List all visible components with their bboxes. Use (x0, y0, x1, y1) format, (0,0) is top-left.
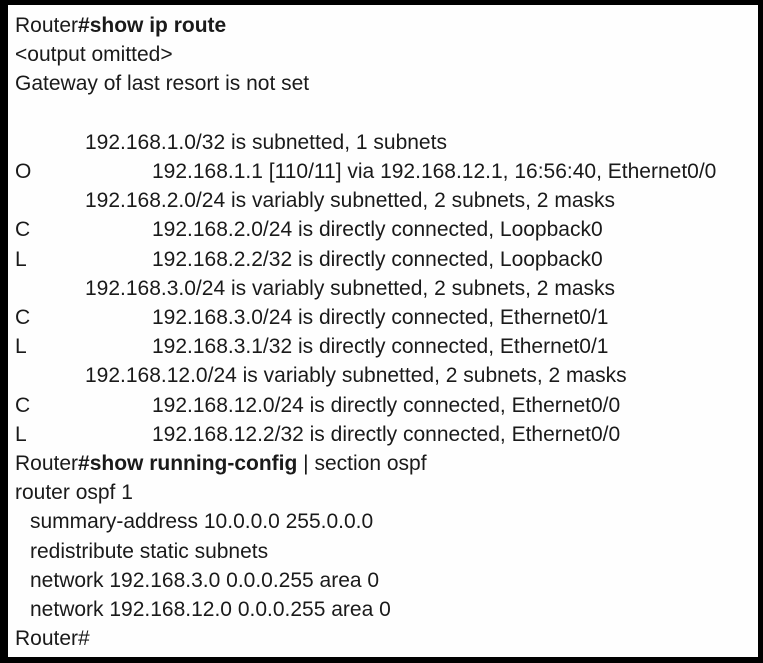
terminal-line: router ospf 1 (15, 478, 754, 507)
output-text: router ospf 1 (15, 481, 133, 505)
output-text: redistribute static subnets (30, 539, 269, 563)
line-content: Router#show ip route (15, 11, 226, 40)
output-text: 192.168.1.1 [110/11] via 192.168.12.1, 1… (152, 160, 717, 184)
terminal-line: C 192.168.12.0/24 is directly connected, … (15, 391, 754, 420)
output-text: 192.168.12.2/32 is directly connected, E… (152, 422, 621, 446)
line-content: 192.168.3.0/24 is directly connected, Et… (152, 303, 608, 332)
terminal-line: summary-address 10.0.0.0 255.0.0.0 (15, 507, 754, 536)
line-content: Router#show running-config | section osp… (15, 449, 427, 478)
command-text: #show running-config (78, 452, 298, 476)
output-text: Router (15, 452, 79, 476)
terminal-line: L 192.168.2.2/32 is directly connected, L… (15, 245, 754, 274)
line-content: <output omitted> (15, 40, 173, 69)
output-text: Gateway of last resort is not set (15, 72, 310, 96)
terminal-line: network 192.168.3.0 0.0.0.255 area 0 (15, 566, 754, 595)
line-content: 192.168.3.0/24 is variably subnetted, 2 … (85, 274, 615, 303)
line-content: 192.168.2.2/32 is directly connected, Lo… (152, 245, 603, 274)
line-content: summary-address 10.0.0.0 255.0.0.0 (30, 507, 373, 536)
output-text: 192.168.1.0/32 is subnetted, 1 subnets (85, 130, 447, 154)
terminal-line: C 192.168.3.0/24 is directly connected, E… (15, 303, 754, 332)
line-content: network 192.168.12.0 0.0.0.255 area 0 (30, 595, 391, 624)
output-text: 192.168.2.0/24 is directly connected, Lo… (152, 218, 603, 242)
terminal-line: network 192.168.12.0 0.0.0.255 area 0 (15, 595, 754, 624)
terminal-line: redistribute static subnets (15, 537, 754, 566)
route-code: O (15, 160, 32, 184)
line-content: Gateway of last resort is not set (15, 69, 309, 98)
output-text: 192.168.2.2/32 is directly connected, Lo… (152, 247, 603, 271)
route-code: L (15, 422, 27, 446)
line-content: Router# (15, 624, 90, 653)
route-code: C (15, 393, 31, 417)
line-content: network 192.168.3.0 0.0.0.255 area 0 (30, 566, 379, 595)
line-content: redistribute static subnets (30, 537, 268, 566)
route-code: C (15, 306, 31, 330)
output-text: 192.168.3.0/24 is directly connected, Et… (152, 306, 609, 330)
output-text: network 192.168.12.0 0.0.0.255 area 0 (30, 598, 391, 622)
line-content: 192.168.12.0/24 is directly connected, E… (152, 391, 620, 420)
line-content: 192.168.12.0/24 is variably subnetted, 2… (85, 361, 627, 390)
terminal-line (15, 99, 754, 128)
terminal-line: Router#show ip route (15, 11, 754, 40)
output-text: Router (15, 14, 79, 37)
line-content: 192.168.2.0/24 is directly connected, Lo… (152, 215, 603, 244)
line-content: 192.168.2.0/24 is variably subnetted, 2 … (85, 186, 615, 215)
terminal-line: C 192.168.2.0/24 is directly connected, L… (15, 215, 754, 244)
command-text: #show ip route (78, 14, 227, 37)
line-content: 192.168.1.0/32 is subnetted, 1 subnets (85, 128, 447, 157)
output-text: 192.168.2.0/24 is variably subnetted, 2 … (85, 189, 615, 213)
terminal-line: Gateway of last resort is not set (15, 69, 754, 98)
output-text: 192.168.12.0/24 is directly connected, E… (152, 393, 621, 417)
terminal-output: Router#show ip route<output omitted>Gate… (8, 5, 758, 653)
terminal-line: L 192.168.3.1/32 is directly connected, E… (15, 332, 754, 361)
terminal-line: 192.168.3.0/24 is variably subnetted, 2 … (15, 274, 754, 303)
terminal-line: L 192.168.12.2/32 is directly connected, … (15, 420, 754, 449)
terminal-line: 192.168.2.0/24 is variably subnetted, 2 … (15, 186, 754, 215)
output-text: 192.168.12.0/24 is variably subnetted, 2… (85, 364, 627, 388)
terminal-line: Router# (15, 624, 754, 653)
terminal-line: Router#show running-config | section osp… (15, 449, 754, 478)
line-content: 192.168.1.1 [110/11] via 192.168.12.1, 1… (152, 157, 716, 186)
line-content: 192.168.3.1/32 is directly connected, Et… (152, 332, 608, 361)
output-text: network 192.168.3.0 0.0.0.255 area 0 (30, 568, 380, 592)
output-text: 192.168.3.1/32 is directly connected, Et… (152, 335, 609, 359)
terminal-line: <output omitted> (15, 40, 754, 69)
line-content: 192.168.12.2/32 is directly connected, E… (152, 420, 620, 449)
terminal-line: 192.168.12.0/24 is variably subnetted, 2… (15, 361, 754, 390)
output-text: | section ospf (297, 452, 427, 476)
terminal-line: O 192.168.1.1 [110/11] via 192.168.12.1, … (15, 157, 754, 186)
output-text: <output omitted> (15, 43, 173, 67)
route-code: C (15, 218, 31, 242)
terminal-line: 192.168.1.0/32 is subnetted, 1 subnets (15, 128, 754, 157)
output-text: summary-address 10.0.0.0 255.0.0.0 (30, 510, 374, 534)
route-code: L (15, 335, 27, 359)
output-text: 192.168.3.0/24 is variably subnetted, 2 … (85, 276, 615, 300)
output-text: Router# (15, 627, 90, 651)
route-code: L (15, 247, 27, 271)
line-content: router ospf 1 (15, 478, 133, 507)
